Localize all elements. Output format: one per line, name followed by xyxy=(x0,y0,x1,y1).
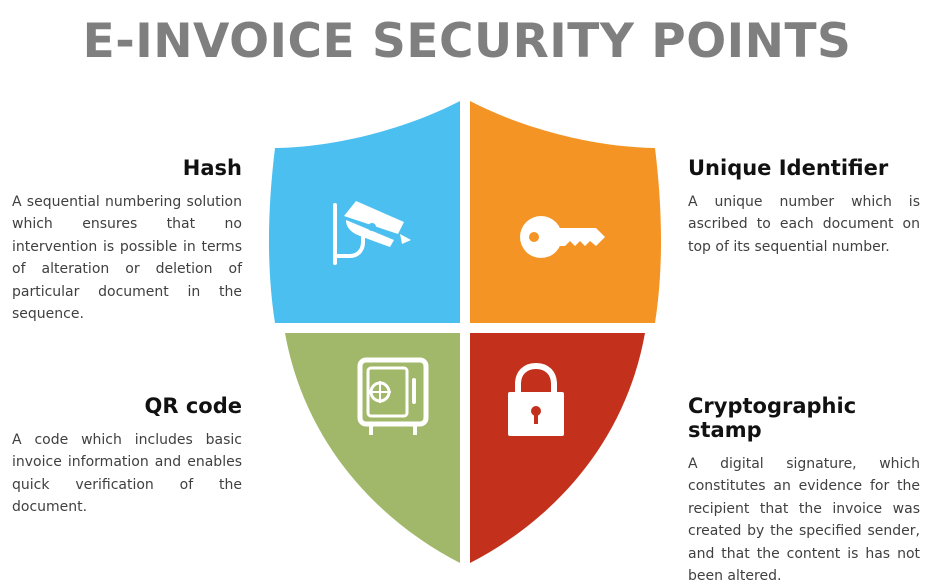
cryptographic-stamp-heading: Cryptographic stamp xyxy=(688,394,857,442)
hash-heading: Hash xyxy=(182,156,242,180)
unique-identifier-description-block: Unique Identifier A unique number which … xyxy=(688,156,920,258)
qr-code-quadrant xyxy=(285,333,460,563)
qr-code-heading: QR code xyxy=(144,394,242,418)
key-icon xyxy=(520,216,605,258)
cryptographic-stamp-quadrant xyxy=(470,333,645,563)
qr-code-description-block: QR code A code which includes basic invo… xyxy=(12,394,242,519)
hash-description: A sequential numbering solution which en… xyxy=(12,194,242,323)
unique-identifier-description: A unique number which is ascribed to eac… xyxy=(688,194,920,255)
qr-code-description: A code which includes basic invoice info… xyxy=(12,432,242,516)
padlock-icon xyxy=(508,362,564,436)
unique-identifier-quadrant xyxy=(470,101,662,323)
hash-description-block: Hash A sequential numbering solution whi… xyxy=(12,156,242,325)
cryptographic-stamp-description-block: Cryptographic stamp A digital signature,… xyxy=(688,394,920,587)
page-title: E-INVOICE SECURITY POINTS xyxy=(82,14,852,69)
safe-icon xyxy=(357,357,429,435)
shield-diagram xyxy=(268,101,662,563)
security-camera-icon xyxy=(333,201,411,265)
unique-identifier-heading: Unique Identifier xyxy=(688,156,889,180)
cryptographic-stamp-description: A digital signature, which constitutes a… xyxy=(688,456,920,585)
